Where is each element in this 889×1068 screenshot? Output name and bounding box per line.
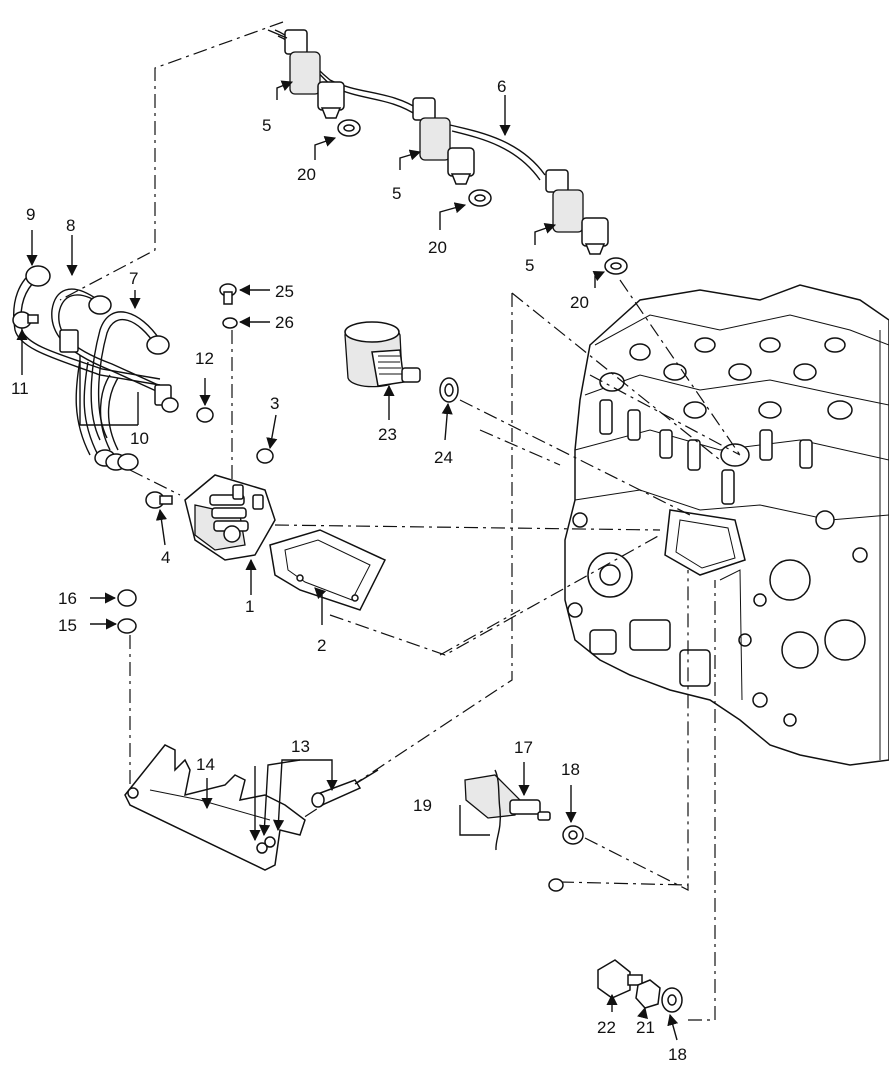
injection-pump [145, 283, 387, 611]
washer-15 [117, 618, 137, 634]
injector-3 [545, 169, 609, 255]
fuel-filter [344, 321, 459, 403]
nut-21 [635, 979, 661, 1009]
nut-16 [117, 589, 137, 607]
callout-19-wire: 19 [413, 796, 432, 815]
clamp-10a [59, 329, 79, 353]
callout-17-sensor: 17 [514, 738, 533, 757]
injector-assembly [267, 29, 628, 275]
callout-5-injector-3: 5 [525, 256, 534, 275]
callout-4: 4 [161, 548, 170, 567]
callout-22-bolt: 22 [597, 1018, 616, 1037]
callout-2-gasket: 2 [317, 636, 326, 655]
callout-25: 25 [275, 282, 294, 301]
callout-26: 26 [275, 313, 294, 332]
engine-block [564, 284, 889, 766]
nut-3 [256, 448, 274, 464]
callout-5-injector-1: 5 [262, 116, 271, 135]
fuel-lines [12, 265, 214, 471]
callout-1-pump: 1 [245, 597, 254, 616]
assembly-centerlines [59, 21, 741, 1021]
callout-23-filter: 23 [378, 425, 397, 444]
washer-26 [222, 317, 238, 329]
callout-11: 11 [11, 379, 29, 398]
callout-10: 10 [130, 429, 149, 448]
callout-21-nut: 21 [636, 1018, 655, 1037]
callout-12: 12 [195, 349, 214, 368]
callout-6-pipe: 6 [497, 77, 506, 96]
bracket-and-glow-plug [117, 589, 379, 871]
callout-7: 7 [129, 269, 138, 288]
callout-3: 3 [270, 394, 279, 413]
callout-18-washer-1: 18 [561, 760, 580, 779]
injector-1 [267, 29, 345, 119]
callout-16: 16 [58, 589, 77, 608]
callout-14-bracket: 14 [196, 755, 215, 774]
callout-13-glow-plug: 13 [291, 737, 310, 756]
nut-12 [196, 407, 214, 423]
injector-2 [412, 97, 475, 185]
bottom-fasteners [597, 959, 683, 1013]
callout-18-washer-2: 18 [668, 1045, 687, 1064]
callout-20-washer-1: 20 [297, 165, 316, 184]
callout-24-washer: 24 [434, 448, 453, 467]
leader-lines [16, 80, 679, 1041]
callout-8: 8 [66, 216, 75, 235]
callout-15: 15 [58, 616, 77, 635]
callout-20-washer-3: 20 [570, 293, 589, 312]
callout-20-washer-2: 20 [428, 238, 447, 257]
callout-5-injector-2: 5 [392, 184, 401, 203]
callout-9: 9 [26, 205, 35, 224]
sensor-assembly [459, 769, 584, 892]
callout-labels: 5 5 5 6 20 20 20 9 8 7 11 10 12 25 26 3 … [11, 77, 687, 1064]
